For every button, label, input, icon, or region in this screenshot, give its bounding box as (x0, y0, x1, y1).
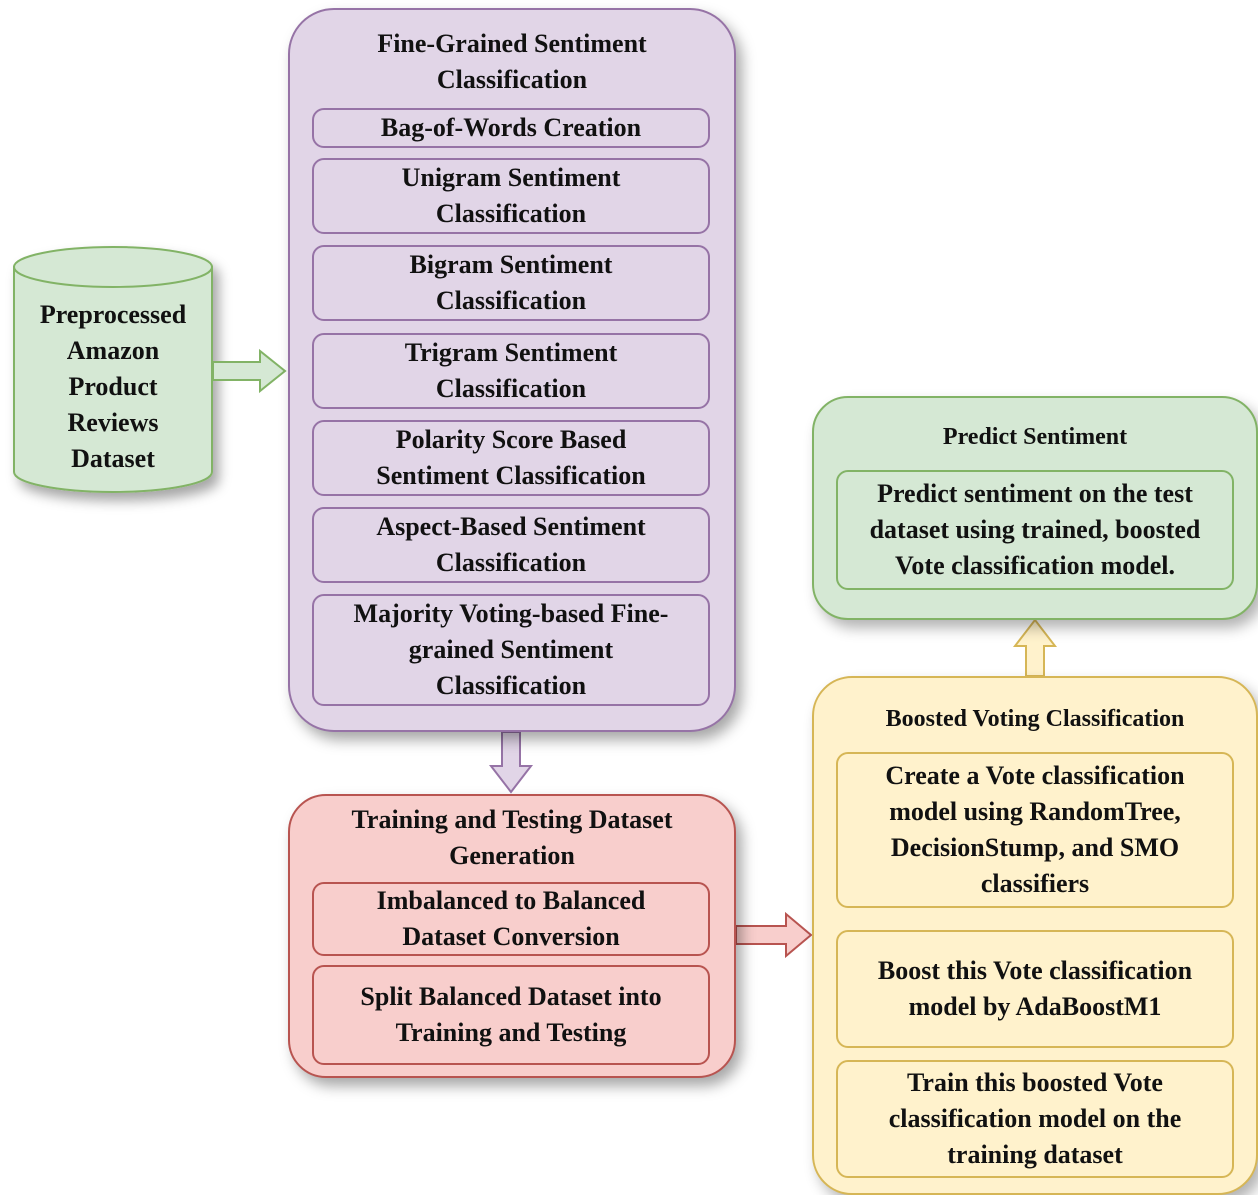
dataset-label-line: Amazon (66, 336, 160, 365)
step-trigram: Trigram Sentiment Classification (312, 333, 710, 409)
step-boost-adaboost: Boost this Vote classification model by … (836, 930, 1234, 1048)
step-line: Dataset Conversion (402, 922, 620, 951)
title-line: Training and Testing Dataset (351, 805, 673, 834)
step-line: Classification (435, 286, 587, 315)
step-train-boosted-model: Train this boosted Vote classification m… (836, 1060, 1234, 1178)
fine-grained-title: Fine-Grained Sentiment Classification (290, 26, 734, 98)
step-line: Boost this Vote classification (877, 956, 1193, 985)
step-imbalanced-to-balanced: Imbalanced to Balanced Dataset Conversio… (312, 882, 710, 956)
step-line: classification model on the (888, 1104, 1182, 1133)
step-line: grained Sentiment (408, 635, 614, 664)
step-majority-voting: Majority Voting-based Fine- grained Sent… (312, 594, 710, 706)
step-line: Classification (435, 548, 587, 577)
step-line: Imbalanced to Balanced (376, 886, 646, 915)
step-aspect-based: Aspect-Based Sentiment Classification (312, 507, 710, 583)
step-line: Create a Vote classification (885, 761, 1185, 790)
dataset-label: Preprocessed Amazon Product Reviews Data… (14, 292, 212, 482)
step-polarity-score: Polarity Score Based Sentiment Classific… (312, 420, 710, 496)
step-line: Sentiment Classification (376, 461, 646, 490)
step-line: Split Balanced Dataset into (360, 982, 662, 1011)
step-line: Polarity Score Based (395, 425, 627, 454)
arrow-training-to-boosted (735, 911, 813, 959)
dataset-label-line: Reviews (67, 408, 159, 437)
step-line: Trigram Sentiment (404, 338, 618, 367)
step-line: DecisionStump, and SMO (890, 833, 1180, 862)
title-line: Classification (436, 65, 588, 94)
title-line: Predict Sentiment (942, 424, 1128, 450)
title-line: Boosted Voting Classification (885, 706, 1185, 732)
title-line: Generation (449, 841, 575, 870)
dataset-label-line: Product (68, 372, 158, 401)
boosted-title: Boosted Voting Classification (814, 702, 1256, 736)
title-line: Fine-Grained Sentiment (377, 29, 647, 58)
step-create-vote-model: Create a Vote classification model using… (836, 752, 1234, 908)
step-line: Aspect-Based Sentiment (376, 512, 646, 541)
step-line: Train this boosted Vote (907, 1068, 1163, 1097)
step-bag-of-words: Bag-of-Words Creation (312, 108, 710, 148)
dataset-cylinder (13, 246, 213, 493)
step-line: Predict sentiment on the test (877, 479, 1193, 508)
step-line: Training and Testing (395, 1018, 627, 1047)
arrow-fine-grained-to-training (488, 731, 534, 794)
predict-title: Predict Sentiment (814, 420, 1256, 454)
step-line: training dataset (947, 1140, 1123, 1169)
arrow-boosted-to-predict (1012, 618, 1058, 677)
arrow-dataset-to-fine-grained (212, 348, 287, 394)
step-line: dataset using trained, boosted (869, 515, 1201, 544)
step-bigram: Bigram Sentiment Classification (312, 245, 710, 321)
step-line: Classification (435, 671, 587, 700)
step-unigram: Unigram Sentiment Classification (312, 158, 710, 234)
step-line: model using RandomTree, (889, 797, 1181, 826)
step-line: Vote classification model. (895, 551, 1175, 580)
step-predict-sentiment: Predict sentiment on the test dataset us… (836, 470, 1234, 590)
step-split-dataset: Split Balanced Dataset into Training and… (312, 965, 710, 1065)
step-line: Unigram Sentiment (401, 163, 621, 192)
step-line: model by AdaBoostM1 (908, 992, 1162, 1021)
dataset-label-line: Dataset (71, 444, 155, 473)
dataset-label-line: Preprocessed (39, 300, 187, 329)
step-line: Bigram Sentiment (409, 250, 613, 279)
step-line: Classification (435, 199, 587, 228)
step-line: Bag-of-Words Creation (380, 113, 642, 142)
training-title: Training and Testing Dataset Generation (290, 802, 734, 874)
step-line: classifiers (980, 869, 1090, 898)
step-line: Majority Voting-based Fine- (353, 599, 669, 628)
step-line: Classification (435, 374, 587, 403)
